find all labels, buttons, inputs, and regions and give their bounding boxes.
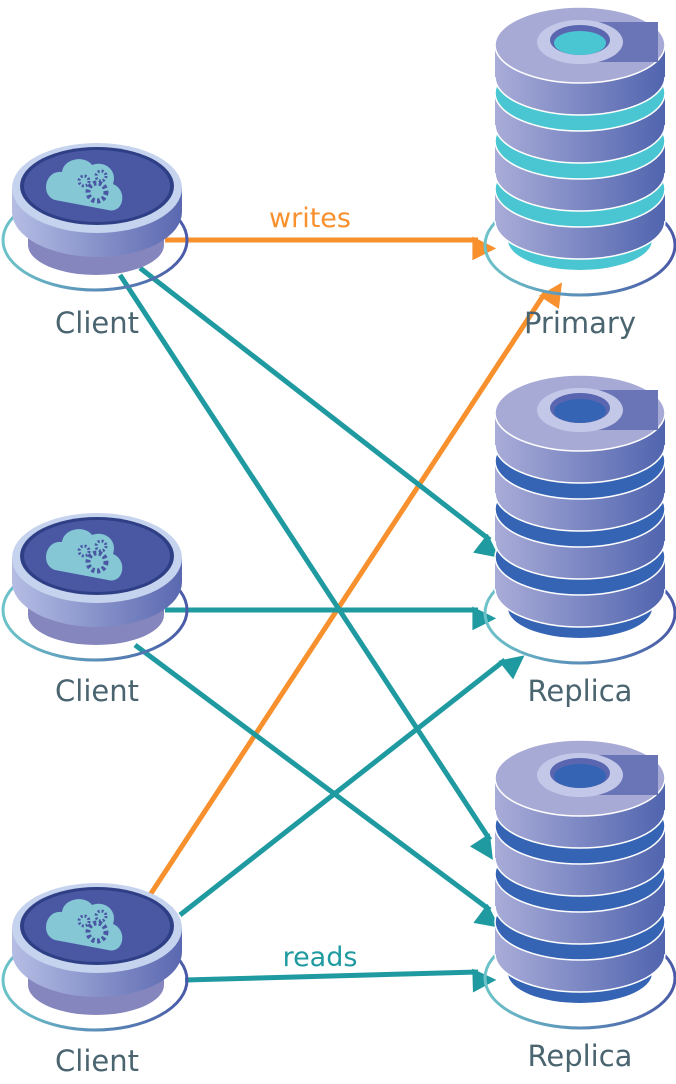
cloud-gears-icon — [3, 143, 187, 290]
replica-label: Replica — [528, 674, 633, 708]
replica-database-node — [483, 739, 676, 1030]
reads-label: reads — [283, 942, 358, 973]
cloud-gears-icon — [3, 513, 187, 660]
client-node-3: Client — [3, 883, 187, 1078]
client-node-1: Client — [3, 143, 187, 340]
edge-client3-replica1 — [178, 655, 525, 917]
cloud-gears-icon — [3, 883, 187, 1030]
edge-client2-replica2 — [133, 642, 500, 928]
writes-label: writes — [269, 203, 351, 234]
primary-database-node — [483, 6, 676, 297]
replica-label: Replica — [528, 1039, 633, 1073]
edge-client3-primary-write — [147, 282, 563, 897]
client-node-2: Client — [3, 513, 187, 708]
database-stack-icon — [537, 388, 658, 432]
client-label: Client — [55, 1044, 139, 1078]
client-label: Client — [55, 306, 139, 340]
edge-client1-replica2 — [117, 273, 493, 860]
client-label: Client — [55, 674, 139, 708]
primary-label: Primary — [524, 306, 636, 340]
replica-database-node — [483, 374, 676, 665]
database-stack-icon — [537, 753, 658, 797]
edge-client3-replica2 — [184, 968, 497, 993]
edge-client1-replica1 — [138, 266, 500, 558]
database-stack-icon — [537, 20, 658, 64]
edges: writes reads — [117, 203, 563, 993]
